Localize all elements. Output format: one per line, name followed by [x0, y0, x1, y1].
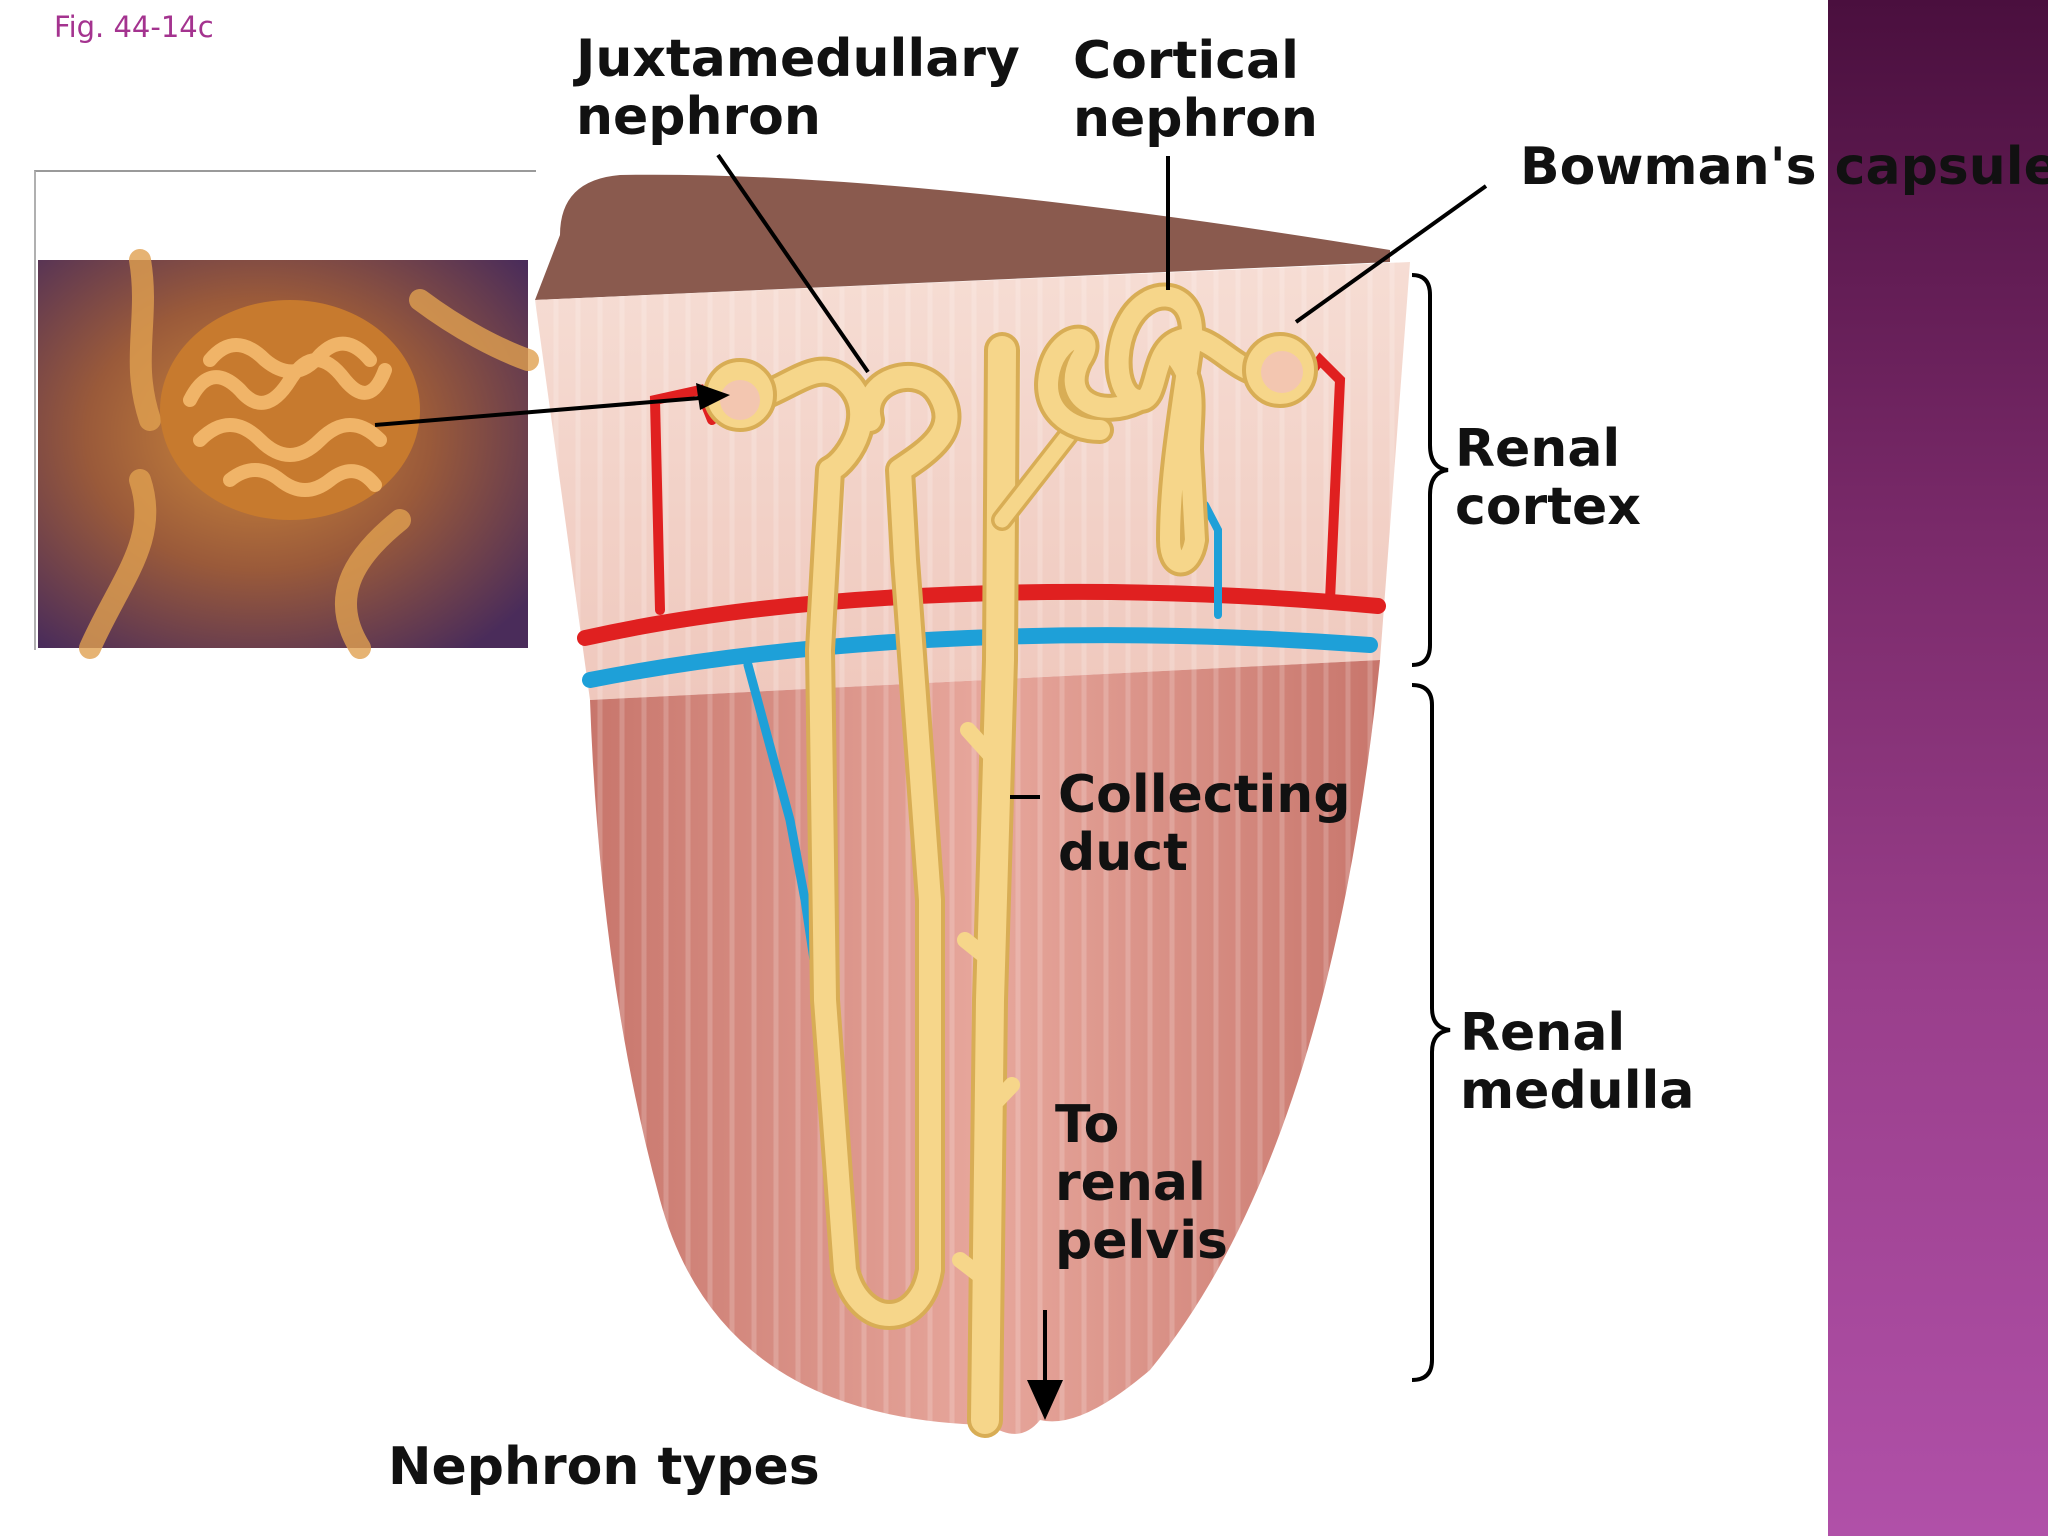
renal-medulla-label: Renal medulla: [1460, 1003, 1695, 1122]
juxtamedullary-nephron: [703, 356, 962, 1330]
glomerulus-micrograph: [38, 249, 539, 659]
micrograph-arrowhead: [696, 383, 730, 410]
to-renal-pelvis-label: To renal pelvis: [1055, 1095, 1228, 1272]
collecting-duct: [952, 332, 1091, 1438]
bowmans-capsule-label: Bowman's capsule: [1520, 137, 2048, 197]
decorative-side-band: [1828, 0, 2048, 1536]
figure-label: Fig. 44-14c: [54, 10, 214, 44]
cortical-nephron: [1034, 282, 1318, 577]
cortical-nephron-label: Cortical nephron: [1073, 31, 1318, 150]
label-pointers: [374, 153, 1488, 1395]
renal-medulla-brace: [1411, 683, 1451, 1382]
collecting-duct-label: Collecting duct: [1058, 765, 1351, 884]
renal-cortex-brace: [1411, 273, 1449, 667]
juxtamedullary-nephron-label: Juxtamedullary nephron: [576, 29, 1020, 148]
figure-caption: Nephron types: [388, 1437, 820, 1497]
renal-cortex-label: Renal cortex: [1455, 419, 1641, 538]
renal-pelvis-arrowhead: [1027, 1380, 1063, 1420]
